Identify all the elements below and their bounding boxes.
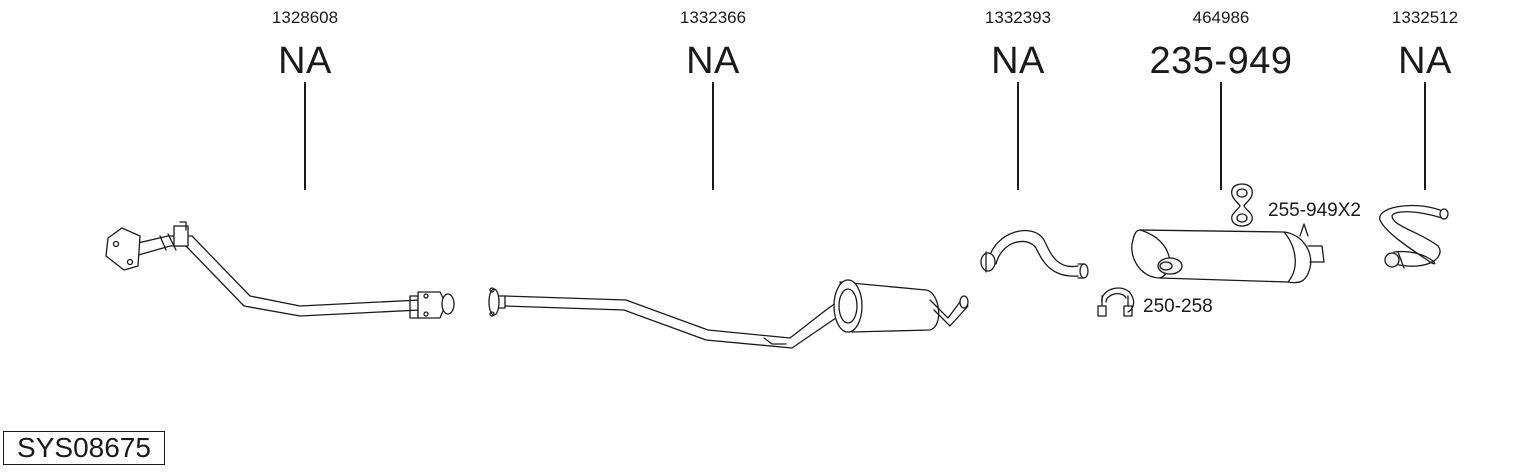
pipe-clamp-icon (1097, 287, 1135, 317)
ref-number-3: NA (991, 40, 1045, 82)
hanger-label: 255-949X2 (1268, 200, 1361, 221)
oe-number-5: 1332512 (1391, 8, 1459, 27)
leader-line-1 (304, 82, 306, 190)
rubber-hanger-icon (1231, 183, 1253, 227)
ref-number-4: 235-949 (1149, 40, 1293, 82)
oe-number-4: 464986 (1192, 8, 1250, 27)
ref-number-1: NA (278, 40, 332, 82)
oe-number-1: 1328608 (271, 8, 339, 27)
tail-pipe-part (1379, 204, 1449, 269)
system-code-box: SYS08675 (3, 431, 165, 465)
leader-line-3 (1017, 82, 1019, 190)
leader-line-4 (1220, 82, 1222, 190)
ref-number-2: NA (686, 40, 740, 82)
leader-line-2 (712, 82, 714, 190)
intermediate-pipe-part (980, 230, 1089, 279)
middle-pipe-silencer-part (488, 279, 969, 349)
oe-number-3: 1332393 (984, 8, 1052, 27)
oe-number-2: 1332366 (679, 8, 747, 27)
leader-line-5 (1424, 82, 1426, 190)
front-pipe-part (105, 221, 455, 319)
rear-silencer-part (1131, 223, 1325, 284)
clamp-label: 250-258 (1143, 296, 1213, 317)
ref-number-5: NA (1398, 40, 1452, 82)
